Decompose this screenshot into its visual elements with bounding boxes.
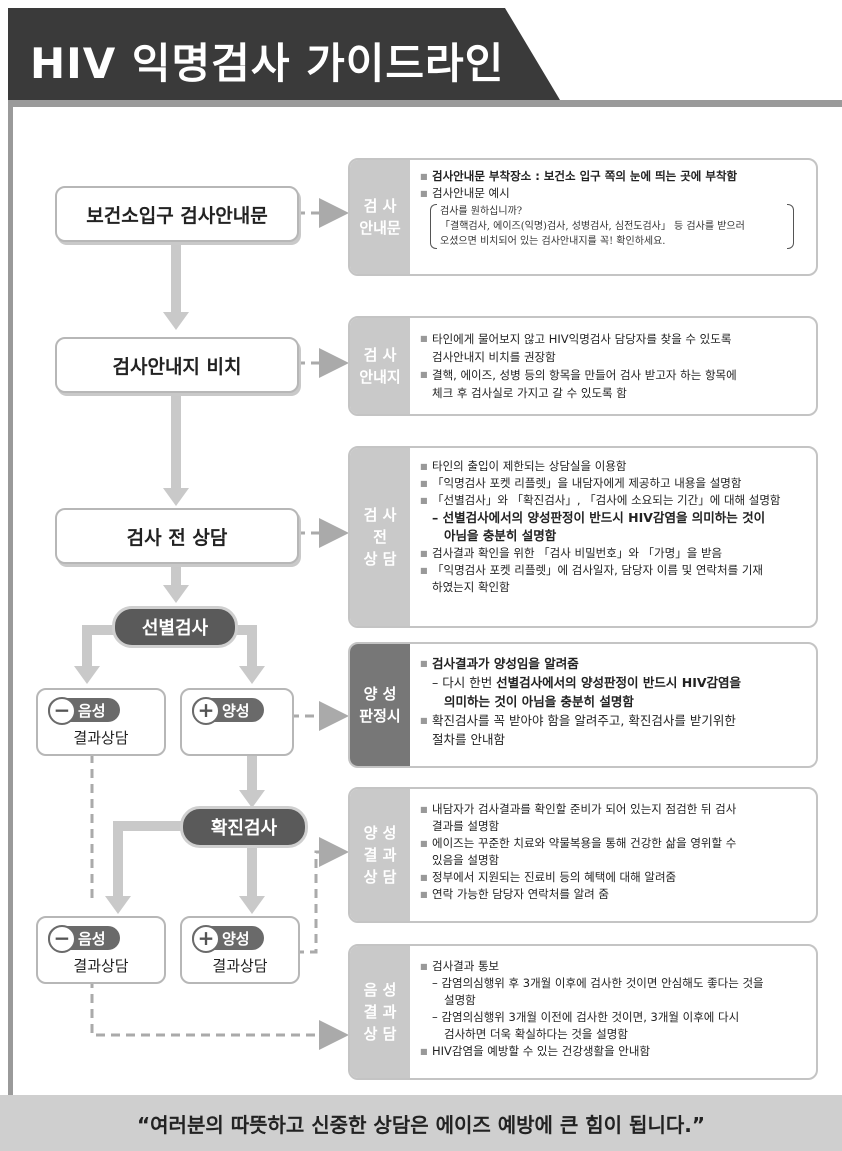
bullet: 「익명검사 포켓 리플렛」을 내담자에게 제공하고 내용을 설명함: [420, 475, 808, 492]
bullet: 정부에서 지원되는 진료비 등의 혜택에 대해 알려줌: [420, 869, 808, 886]
panel-positive-counseling: 양 성결 과상 담 내담자가 검사결과를 확인할 준비가 되어 있는지 점검한 …: [348, 787, 818, 923]
result-label: 결과상담: [212, 957, 268, 975]
bullet: 검사안내문 부착장소 : 보건소 입구 쪽의 눈에 띄는 곳에 부착함: [420, 168, 808, 185]
positive-tag: +양성: [192, 697, 264, 725]
bullet: 검사안내문 예시: [420, 185, 808, 202]
minus-icon: −: [48, 925, 76, 953]
step-guide-sheet: 검사안내지 비치: [55, 337, 299, 393]
notice-example: 검사를 원하십니까? 「결핵검사, 에이즈(익명)검사, 성병검사, 심전도검사…: [430, 204, 794, 249]
screening-positive-result: +양성: [180, 688, 294, 756]
title-banner: [0, 0, 842, 107]
footer-banner: “여러분의 따뜻하고 신중한 상담은 에이즈 예방에 큰 힘이 됩니다.”: [0, 1095, 842, 1151]
panel-negative-counseling: 음 성결 과상 담 검사결과 통보 – 감염의심행위 후 3개월 이후에 검사한…: [348, 944, 818, 1080]
negative-tag: −음성: [48, 925, 120, 953]
negative-tag: −음성: [48, 697, 120, 725]
bullet: 검사결과가 양성임을 알려줌: [420, 654, 808, 673]
bullet: 연락 가능한 담당자 연락처를 알려 줌: [420, 886, 808, 903]
bullet: 검사결과 통보: [420, 958, 808, 975]
bullet: 「익명검사 포켓 리플렛」에 검사일자, 담당자 이름 및 연락처를 기재하였는…: [420, 562, 808, 596]
bullet: 「선별검사」와 「확진검사」, 「검사에 소요되는 기간」에 대해 설명함: [420, 492, 808, 509]
panel-notice: 검 사안내문 검사안내문 부착장소 : 보건소 입구 쪽의 눈에 띄는 곳에 부…: [348, 158, 818, 276]
plus-icon: +: [192, 697, 220, 725]
bullet: 타인의 출입이 제한되는 상담실을 이용함: [420, 458, 808, 475]
bullet: HIV감염을 예방할 수 있는 건강생활을 안내함: [420, 1043, 808, 1060]
confirm-test-pill: 확진검사: [180, 806, 308, 848]
result-label: 결과상담: [73, 729, 129, 747]
confirm-negative-result: −음성 결과상담: [36, 916, 166, 984]
page-title: HIV 익명검사 가이드라인: [30, 39, 505, 88]
bullet: 검사결과 확인을 위한 「검사 비밀번호」와 「가명」을 받음: [420, 545, 808, 562]
panel-guide-sheet: 검 사안내지 타인에게 물어보지 않고 HIV익명검사 담당자를 찾을 수 있도…: [348, 316, 818, 416]
panel-pre-test-counseling: 검 사전상 담 타인의 출입이 제한되는 상담실을 이용함 「익명검사 포켓 리…: [348, 446, 818, 628]
result-label: 결과상담: [73, 957, 129, 975]
step-entrance-notice: 보건소입구 검사안내문: [55, 186, 299, 242]
minus-icon: −: [48, 697, 76, 725]
confirm-positive-result: +양성 결과상담: [180, 916, 300, 984]
positive-tag: +양성: [192, 925, 264, 953]
plus-icon: +: [192, 925, 220, 953]
bullet: 내담자가 검사결과를 확인할 준비가 되어 있는지 점검한 뒤 검사결과를 설명…: [420, 801, 808, 835]
bullet: 타인에게 물어보지 않고 HIV익명검사 담당자를 찾을 수 있도록검사안내지 …: [420, 330, 808, 366]
left-border: [8, 100, 13, 1095]
step-pre-test-counseling: 검사 전 상담: [55, 508, 299, 564]
footer-message: “여러분의 따뜻하고 신중한 상담은 에이즈 예방에 큰 힘이 됩니다.”: [137, 1113, 705, 1137]
screening-test-pill: 선별검사: [112, 606, 238, 648]
screening-negative-result: −음성 결과상담: [36, 688, 166, 756]
